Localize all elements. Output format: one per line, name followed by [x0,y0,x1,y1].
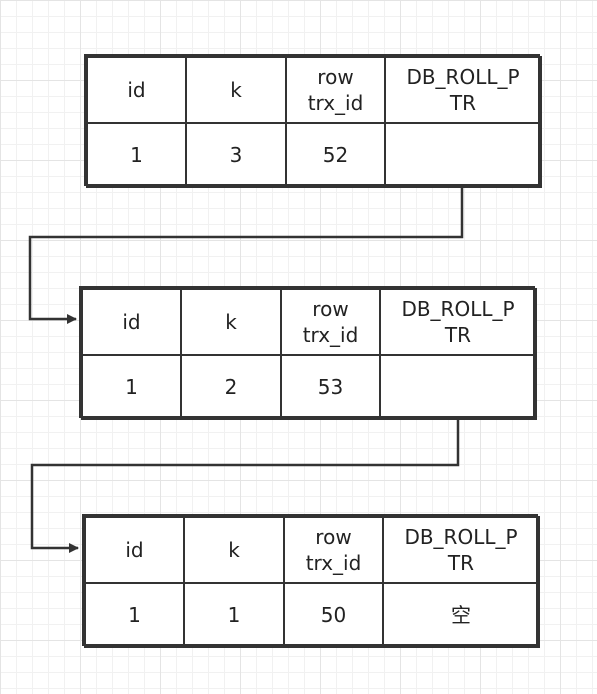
undo-record-3: id k row trx_id DB_ROLL_P TR 1 1 50 空 [82,514,540,648]
pointer-arrow-1-to-2 [28,186,464,324]
value-k-cell: 3 [185,122,287,188]
value-roll-ptr-cell [379,354,537,420]
header-k-cell: k [185,56,287,124]
header-row-trx-id-cell: row trx_id [283,516,384,584]
header-id-cell: id [84,516,185,584]
value-trx-id-cell: 52 [285,122,386,188]
value-id-cell: 1 [84,582,185,648]
header-id-cell: id [86,56,187,124]
header-db-roll-ptr-cell: DB_ROLL_P TR [384,56,542,124]
undo-record-2: id k row trx_id DB_ROLL_P TR 1 2 53 [79,286,537,420]
header-k-cell: k [180,288,282,356]
header-row-trx-id-cell: row trx_id [285,56,386,124]
value-k-cell: 1 [183,582,285,648]
header-id-cell: id [81,288,182,356]
header-db-roll-ptr-cell: DB_ROLL_P TR [382,516,540,584]
header-row-trx-id-cell: row trx_id [280,288,381,356]
pointer-arrow-2-to-3 [30,418,460,553]
value-roll-ptr-cell: 空 [382,582,540,648]
value-id-cell: 1 [86,122,187,188]
value-trx-id-cell: 50 [283,582,384,648]
undo-record-1: id k row trx_id DB_ROLL_P TR 1 3 52 [84,54,542,188]
value-k-cell: 2 [180,354,282,420]
header-k-cell: k [183,516,285,584]
value-roll-ptr-cell [384,122,542,188]
header-db-roll-ptr-cell: DB_ROLL_P TR [379,288,537,356]
value-id-cell: 1 [81,354,182,420]
value-trx-id-cell: 53 [280,354,381,420]
